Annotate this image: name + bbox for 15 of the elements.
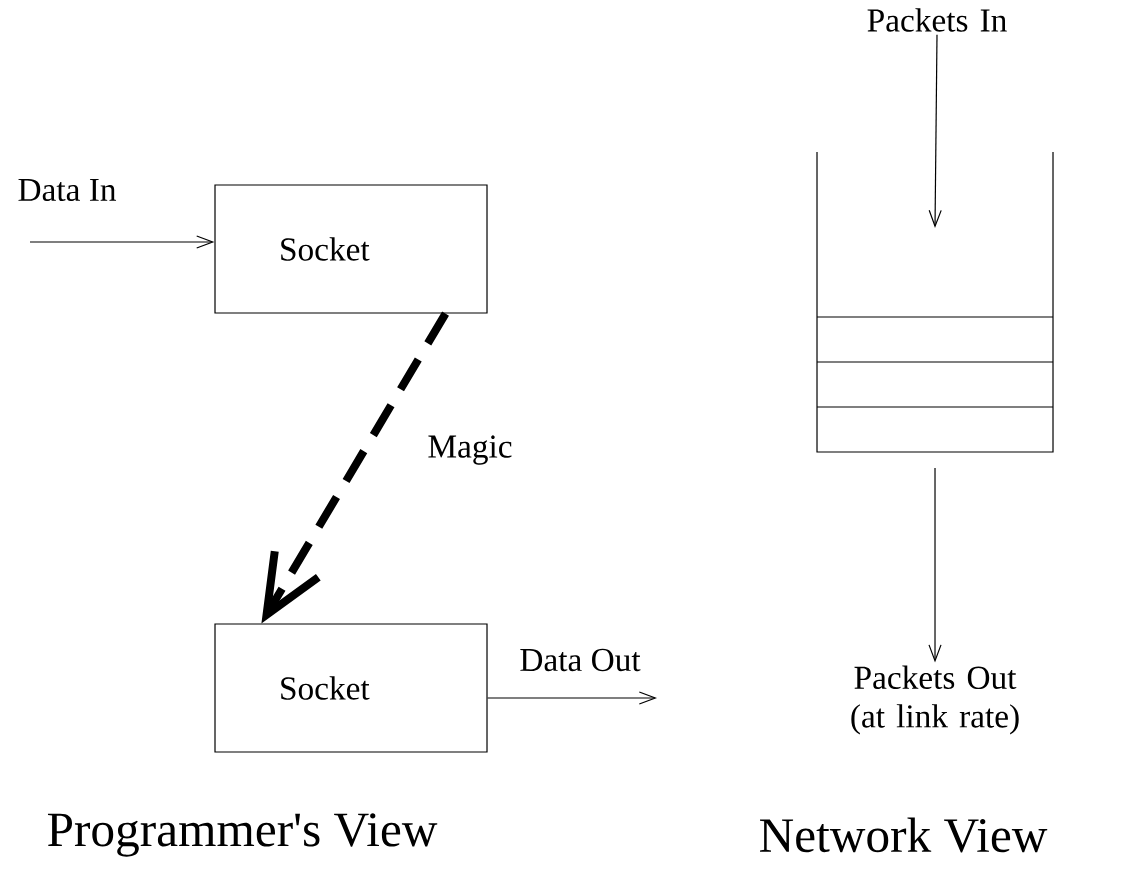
edge-label: Data Out [516, 646, 644, 674]
view-title: Network View [760, 817, 1048, 853]
arrow [261, 311, 449, 624]
arrow [487, 691, 657, 705]
edge-label: Magic [424, 432, 516, 468]
edge-label: Data In [14, 176, 120, 204]
node-label: Packets In [867, 8, 1007, 32]
socket-box: Socket [214, 184, 488, 314]
arrow [928, 34, 942, 228]
node-label: Packets Out (at link rate) [851, 665, 1019, 735]
view-title: Programmer's View [47, 813, 438, 857]
queue-buffer [816, 151, 1054, 453]
arrow [928, 467, 942, 663]
socket-box: Socket [214, 623, 488, 753]
arrow [29, 235, 215, 249]
